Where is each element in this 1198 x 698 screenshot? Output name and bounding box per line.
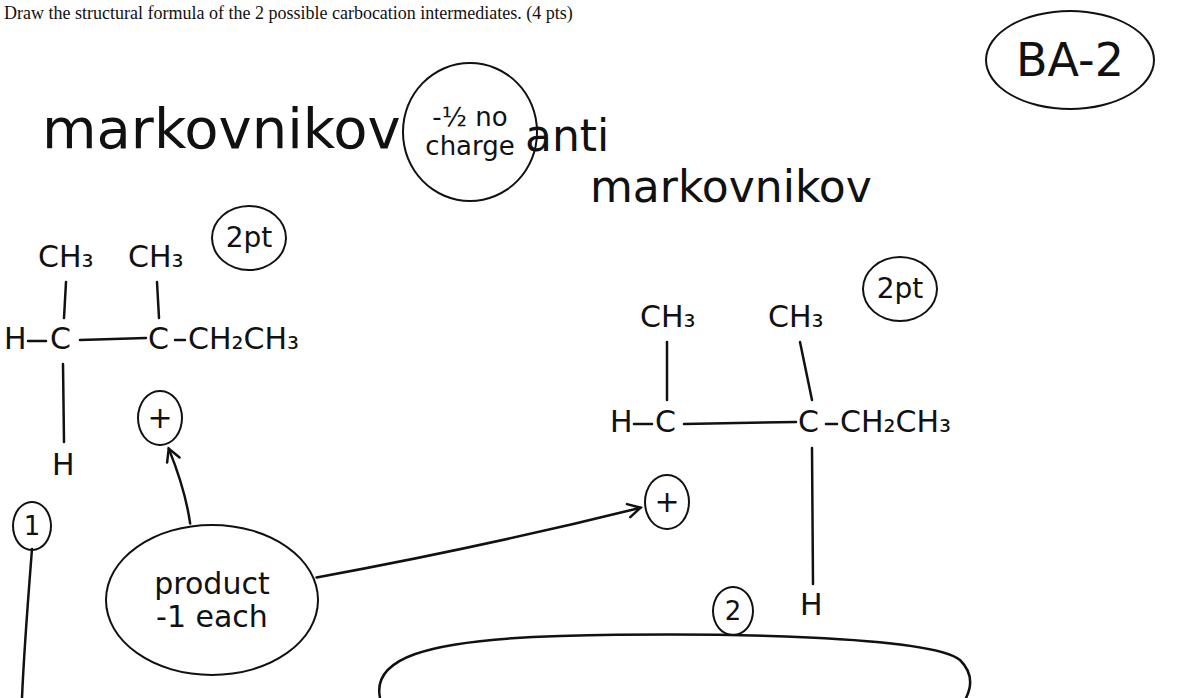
formula-atom: C [148,322,169,355]
formula-atom: CH₃ [38,240,94,273]
formula-atom: C [798,405,819,438]
question-title: Draw the structural formula of the 2 pos… [4,4,573,24]
node-text: 1 [24,512,41,541]
node-text-group: -½ no charge [425,103,514,160]
points-note: 2pt [211,205,287,271]
bond-line [80,338,146,340]
connector-line [317,508,641,578]
callout-number: 1 [12,501,52,552]
formula-atom: H [610,405,633,438]
formula-atom: H [800,588,823,621]
bond-line [64,282,66,318]
formula-atom: H [52,448,75,481]
node-text: BA-2 [1016,35,1124,86]
node-text-group: BA-2 [1016,35,1124,86]
points-note: 2pt [862,256,938,322]
node-text-group: 2pt [226,223,273,254]
node-text: + [654,485,679,518]
node-text-group: 2pt [877,274,924,305]
formula-atom: CH₃ [768,300,824,333]
node-text: product -1 each [140,567,284,633]
charge-symbol: + [644,474,690,531]
node-text: + [147,401,172,434]
node-text: 2pt [877,274,924,305]
node-text-group: + [654,485,679,518]
grading-note: product -1 each [105,524,319,676]
node-text-group: 2 [725,597,742,626]
bond-line [684,422,796,424]
bond-line [826,423,837,426]
callout-number: 2 [712,586,754,637]
bond-line [634,423,652,426]
arrow-connector [317,504,641,577]
arrow-head [167,449,179,463]
grader-code: BA-2 [985,10,1155,110]
arrow-head [627,504,641,517]
formula-atom: C [655,405,676,438]
formula-atom: CH₂CH₃ [840,405,951,438]
node-text-group: + [147,401,172,434]
handwritten-note: markovnikov [42,98,401,160]
formula-atom: C [50,322,71,355]
bond-line [175,339,185,342]
leader-line [22,549,32,698]
handwritten-note: markovnikov [590,163,872,211]
circled-region [379,635,970,698]
bond-line [28,340,46,343]
charge-symbol: + [137,390,183,447]
formula-atom: CH₃ [128,240,184,273]
connector-line [169,449,190,524]
node-text-group: product -1 each [140,567,284,633]
formula-atom: CH₃ [640,300,696,333]
grading-note: -½ no charge [402,62,539,202]
formula-atom: H [4,322,27,355]
node-text: 2 [725,597,742,626]
arrow-connector [167,449,190,524]
bond-line [800,342,812,400]
bond-line [63,364,64,442]
formula-atom: CH₂CH₃ [188,322,299,355]
bond-line [157,282,159,318]
node-text: 2pt [226,223,273,254]
node-text: -½ no charge [425,103,514,160]
bond-line [812,448,813,584]
bond-line [666,342,669,400]
node-text-group: 1 [24,512,41,541]
